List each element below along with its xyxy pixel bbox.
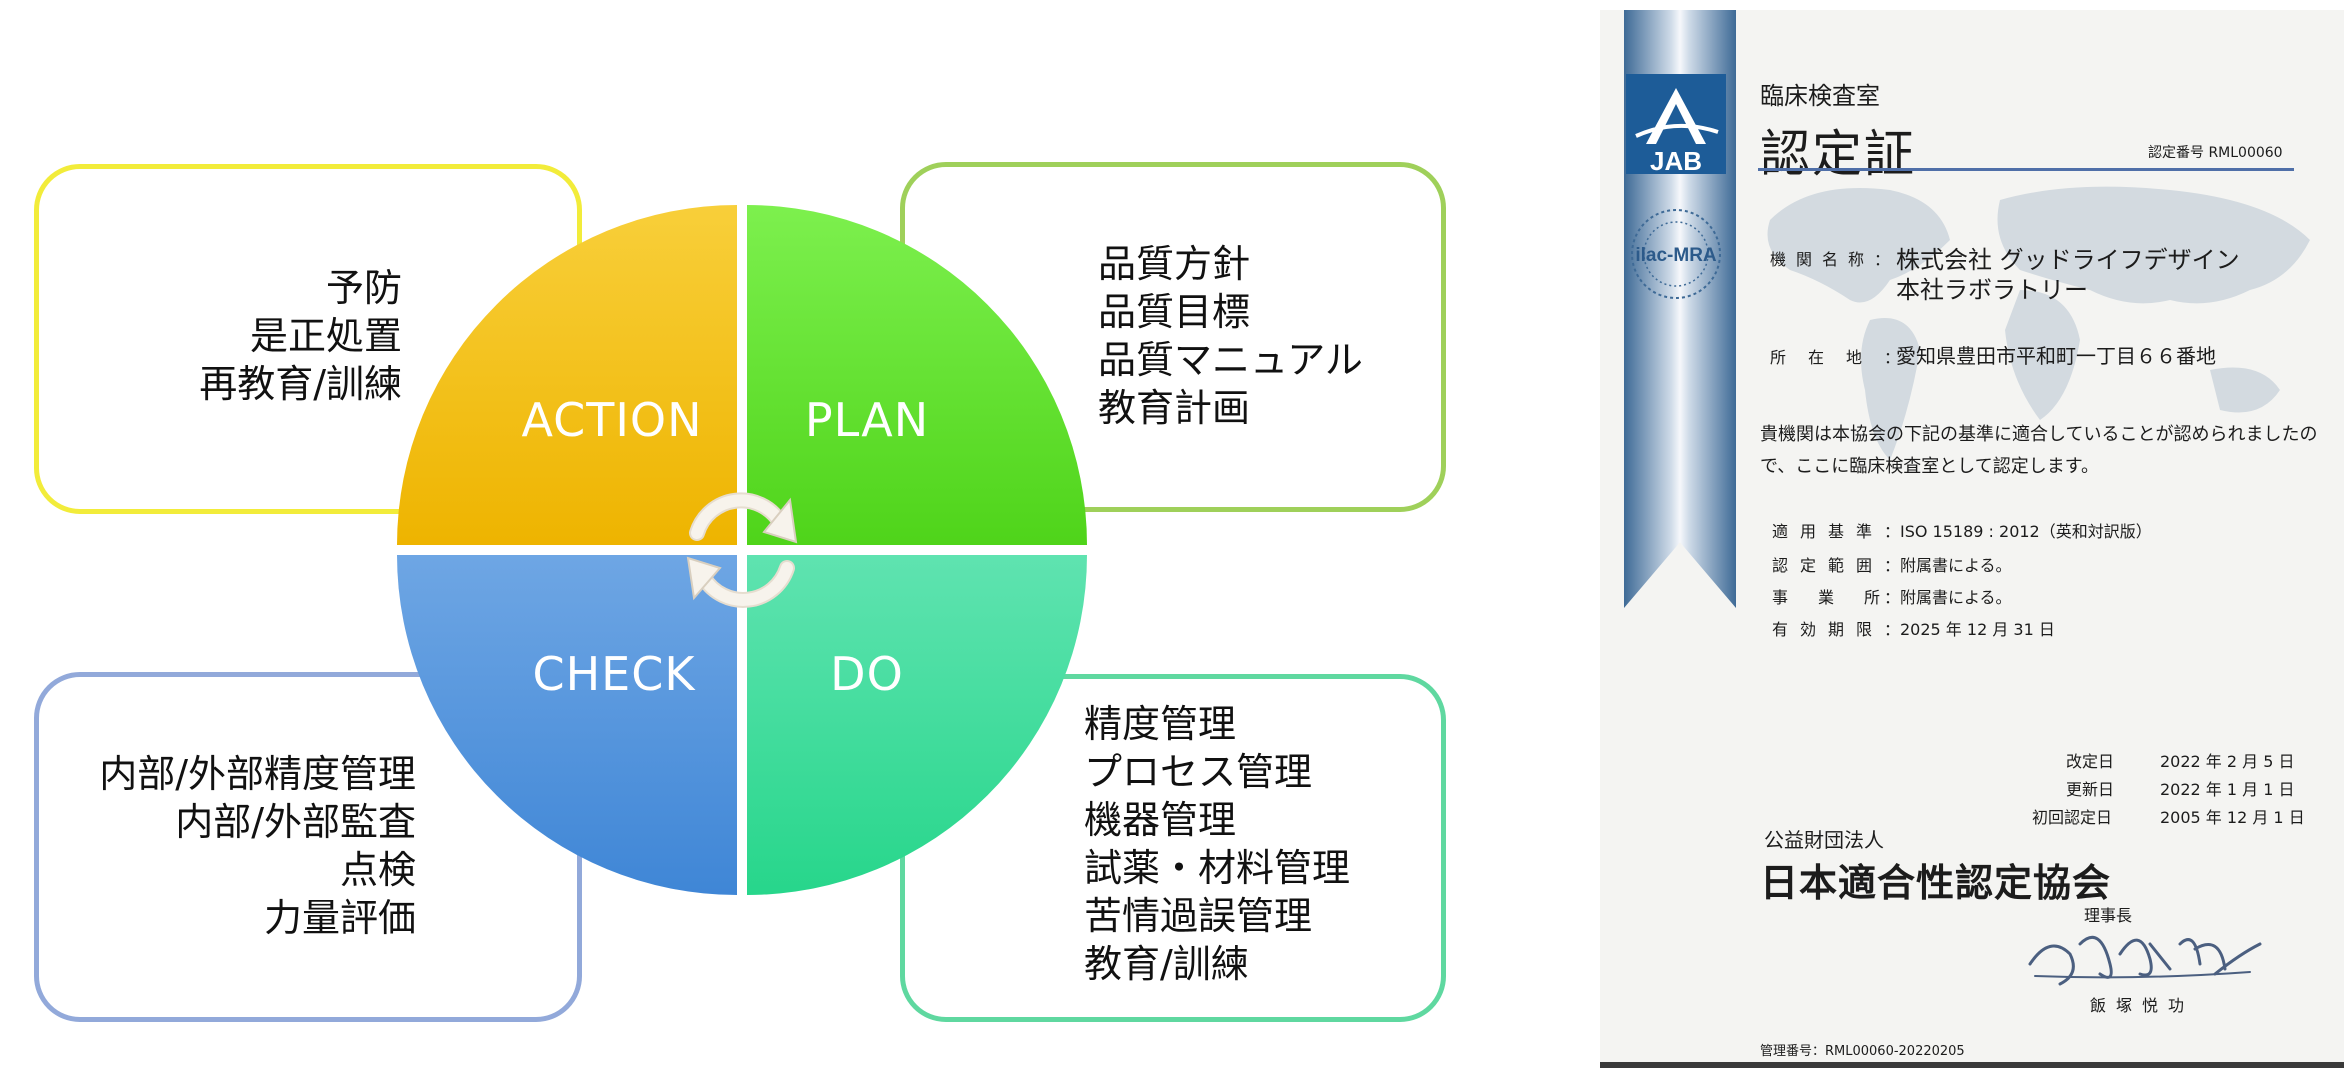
action-quadrant <box>397 205 737 545</box>
jab-logo-text: JAB <box>1649 146 1702 176</box>
check-item: 点検 <box>339 848 416 892</box>
revision-date: 2022 年 2 月 5 日 <box>2160 752 2295 771</box>
do-item: 試薬・材料管理 <box>1084 846 1351 890</box>
check-items: 内部/外部精度管理 内部/外部監査 点検 力量評価 <box>0 750 416 942</box>
scope-label: 認定範囲 <box>1772 556 1885 575</box>
plan-item: 品質目標 <box>1098 290 1251 334</box>
signature <box>2028 935 2262 986</box>
standard-label: 適用基準 <box>1772 522 1885 541</box>
plan-label: PLAN <box>805 393 929 447</box>
ilac-mra-logo-icon: ilac-MRA <box>1631 209 1721 299</box>
certificate-body: 貴機関は本協会の下記の基準に適合していることが認められましたの <box>1760 424 2318 445</box>
address: 愛知県豊田市平和町一丁目６６番地 <box>1896 344 2216 368</box>
action-item: 再教育/訓練 <box>199 362 402 406</box>
initial-date: 2005 年 12 月 1 日 <box>2160 808 2305 827</box>
title-divider <box>1758 168 2294 171</box>
action-label: ACTION <box>521 393 702 447</box>
do-item: 精度管理 <box>1084 702 1237 746</box>
site-value: ：附属書による。 <box>1884 588 2012 607</box>
check-quadrant <box>397 555 737 895</box>
action-item: 是正処置 <box>249 314 402 358</box>
bottom-bar <box>1600 1062 2344 1068</box>
validity-label: 有効期限 <box>1772 620 1885 639</box>
validity-value: ：2025 年 12 月 31 日 <box>1884 620 2055 639</box>
cycle-arrow-icon <box>689 492 795 608</box>
do-item: 苦情過誤管理 <box>1084 894 1313 938</box>
plan-item: 品質マニュアル <box>1098 338 1363 382</box>
check-label: CHECK <box>532 647 696 701</box>
do-label: DO <box>830 647 904 701</box>
check-item: 内部/外部監査 <box>175 800 416 844</box>
do-quadrant <box>747 555 1087 895</box>
scope-value: ：附属書による。 <box>1884 556 2012 575</box>
ilac-mra-text: ilac-MRA <box>1635 245 1717 266</box>
signer-name: 飯塚悦功 <box>2090 996 2195 1015</box>
action-item: 予防 <box>325 266 402 310</box>
world-map-watermark-icon <box>1767 186 2310 460</box>
do-item: 教育/訓練 <box>1084 942 1249 986</box>
renewal-date-label: 更新日 <box>2066 780 2115 799</box>
org-label: 機関名称： <box>1770 250 1901 269</box>
address-label: 所在地： <box>1770 348 1923 367</box>
management-number: 管理番号：RML00060-20220205 <box>1760 1044 1965 1059</box>
check-item: 内部/外部精度管理 <box>99 752 416 796</box>
lab-type: 臨床検査室 <box>1760 82 1880 110</box>
site-label: 事業所 <box>1772 588 1911 607</box>
org-name-line2: 本社ラボラトリー <box>1896 276 2088 304</box>
do-items: 精度管理 プロセス管理 機器管理 試薬・材料管理 苦情過誤管理 教育/訓練 <box>1084 700 1350 988</box>
standard-value: ：ISO 15189 : 2012（英和対訳版） <box>1884 522 2152 541</box>
chair-title: 理事長 <box>2084 906 2133 925</box>
do-item: 機器管理 <box>1084 798 1237 842</box>
plan-item: 品質方針 <box>1098 242 1251 286</box>
accreditation-number: 認定番号 RML00060 <box>2148 145 2283 161</box>
do-item: プロセス管理 <box>1084 750 1313 794</box>
cycle-arrowhead-icon <box>686 556 722 601</box>
accreditation-certificate: JAB ilac-MRA 臨床検査室 認定証 認定番号 RML00060 機関名… <box>1600 10 2344 1068</box>
issuer-type: 公益財団法人 <box>1764 828 1884 852</box>
pdca-cycle: ACTION PLAN CHECK DO <box>397 205 1087 895</box>
plan-items: 品質方針 品質目標 品質マニュアル 教育計画 <box>1098 240 1363 432</box>
cycle-arrowhead-icon <box>762 497 798 544</box>
revision-date-label: 改定日 <box>2066 752 2115 771</box>
certificate-title: 認定証 <box>1760 125 1916 183</box>
plan-quadrant <box>747 205 1087 545</box>
issuer-name: 日本適合性認定協会 <box>1760 861 2112 905</box>
check-item: 力量評価 <box>263 896 416 940</box>
initial-date-label: 初回認定日 <box>2032 808 2113 827</box>
renewal-date: 2022 年 1 月 1 日 <box>2160 780 2295 799</box>
org-name: 株式会社 グッドライフデザイン <box>1896 246 2240 274</box>
certificate-body-line2: で、ここに臨床検査室として認定します。 <box>1760 456 2099 477</box>
action-items: 予防 是正処置 再教育/訓練 <box>0 264 402 408</box>
plan-item: 教育計画 <box>1098 386 1251 430</box>
jab-logo-icon <box>1626 74 1726 174</box>
